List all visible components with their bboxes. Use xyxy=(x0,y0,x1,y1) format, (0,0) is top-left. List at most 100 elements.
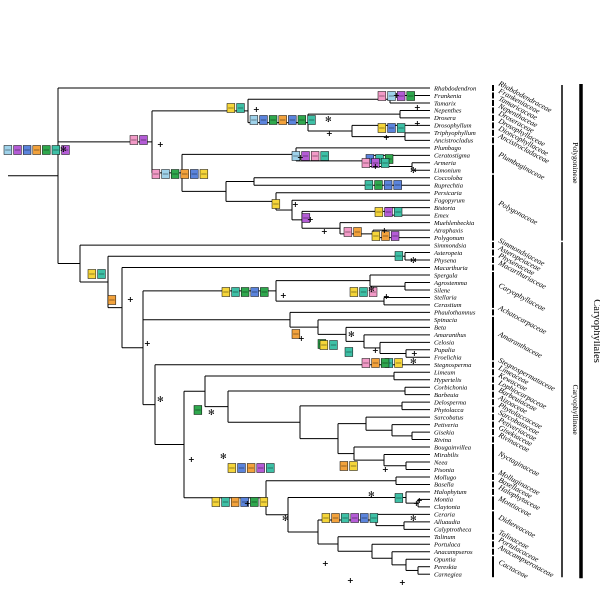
taxon-label: Bougainvillea xyxy=(434,444,472,451)
taxon-label: Gisekia xyxy=(434,429,455,436)
character-marker-group xyxy=(377,91,415,101)
taxon-label: Pereskia xyxy=(433,564,458,571)
taxon-label: Emex xyxy=(433,212,449,219)
character-marker-group xyxy=(361,158,390,168)
support-plus: + xyxy=(382,465,389,474)
character-marker-group xyxy=(319,340,338,350)
support-plus: + xyxy=(144,339,151,348)
support-plus: + xyxy=(157,140,164,149)
character-marker-group xyxy=(364,180,402,190)
support-plus: + xyxy=(411,349,418,358)
taxon-label: Beta xyxy=(434,325,447,332)
taxon-label: Spinacia xyxy=(434,317,458,324)
taxon-label: Drosophyllum xyxy=(433,123,472,130)
taxon-label: Stellaria xyxy=(434,295,457,302)
character-marker-group xyxy=(394,493,404,503)
taxon-label: Amaranthus xyxy=(433,332,467,339)
taxon-label: Hypertelis xyxy=(433,377,462,384)
taxon-label: Anacampseros xyxy=(433,549,473,556)
taxon-label: Barbeuia xyxy=(434,392,459,399)
taxon-label: Coccoloba xyxy=(434,175,463,182)
taxon-label: Polygonum xyxy=(433,235,464,242)
character-marker-group xyxy=(249,115,316,125)
order-label: Caryophyllales xyxy=(591,299,600,363)
taxon-label: Alluaudia xyxy=(433,519,461,526)
taxon-label: Triphyophyllum xyxy=(434,130,476,137)
support-plus: + xyxy=(307,215,314,224)
support-plus: + xyxy=(372,346,379,355)
support-plus: + xyxy=(321,227,328,236)
taxon-label: Tamarix xyxy=(434,100,456,107)
character-marker-group xyxy=(301,213,311,223)
character-marker-group xyxy=(226,103,245,113)
support-plus: + xyxy=(414,103,421,112)
support-plus: + xyxy=(383,133,390,142)
taxon-label: Phaulothamnus xyxy=(433,310,476,317)
taxon-label: Atraphaxis xyxy=(433,227,463,234)
taxon-label: Frankenia xyxy=(433,93,462,100)
support-plus: + xyxy=(297,153,304,162)
support-plus: + xyxy=(393,91,400,100)
support-plus: + xyxy=(347,576,354,585)
support-asterisk: ✻ xyxy=(410,166,417,175)
taxon-label: Mirabilis xyxy=(433,452,459,459)
polygonineae-label: Polygonineae xyxy=(571,142,580,184)
taxon-label: Stegnosperma xyxy=(434,362,472,369)
taxon-label: Ancistrocladus xyxy=(433,138,474,145)
taxon-label: Pupalia xyxy=(433,347,456,354)
taxon-label: Limeum xyxy=(433,370,455,377)
character-marker-group xyxy=(271,199,281,209)
support-plus: + xyxy=(188,455,195,464)
character-marker-group xyxy=(394,251,404,261)
taxon-label: Carnegiea xyxy=(434,572,463,579)
taxon-label: Calyptrotheca xyxy=(434,527,472,534)
support-plus: + xyxy=(253,105,260,114)
character-marker-group xyxy=(151,169,209,179)
support-plus: + xyxy=(383,292,390,301)
taxon-label: Agrostemma xyxy=(433,280,468,287)
taxon-label: Opuntia xyxy=(434,557,456,564)
support-plus: + xyxy=(244,499,251,508)
character-marker-group xyxy=(377,123,406,133)
support-plus: + xyxy=(413,499,420,508)
support-asterisk: ✻ xyxy=(220,452,227,461)
taxon-label: Limonium xyxy=(433,168,461,175)
character-marker-group xyxy=(3,145,70,155)
support-plus: + xyxy=(414,119,421,128)
taxon-label: Corbichonia xyxy=(434,385,468,392)
support-asterisk: ✻ xyxy=(208,408,215,417)
taxon-label: Physena xyxy=(433,257,457,264)
taxon-label: Silene xyxy=(434,287,450,294)
character-marker-group xyxy=(339,461,358,471)
taxon-label: Persicaria xyxy=(433,190,463,197)
support-plus: + xyxy=(372,162,379,171)
support-asterisk: ✻ xyxy=(410,514,417,523)
taxon-label: Claytonia xyxy=(434,504,461,511)
support-plus: + xyxy=(326,129,333,138)
taxon-label: Petiveria xyxy=(433,422,459,429)
character-marker-group xyxy=(371,231,400,241)
character-marker-group xyxy=(361,358,390,368)
character-marker-group xyxy=(227,463,275,473)
taxon-label: Halophytum xyxy=(433,489,467,496)
character-marker-group xyxy=(349,287,378,297)
character-marker-group xyxy=(291,151,329,161)
taxon-label: Cerastium xyxy=(434,302,462,309)
support-asterisk: ✻ xyxy=(410,357,417,366)
support-plus: + xyxy=(298,334,305,343)
support-asterisk: ✻ xyxy=(368,285,375,294)
taxon-label: Delosperma xyxy=(433,399,467,406)
character-marker-group xyxy=(343,227,362,237)
character-marker-group xyxy=(129,135,148,145)
family-label: Amaranthaceae xyxy=(496,329,544,360)
character-marker-group xyxy=(291,329,301,339)
support-plus: + xyxy=(322,559,329,568)
character-marker-group xyxy=(221,287,269,297)
taxon-label: Rivina xyxy=(433,437,452,444)
character-marker-group xyxy=(344,347,354,357)
character-marker-group xyxy=(211,497,269,507)
taxon-label: Talinum xyxy=(434,534,456,541)
support-plus: + xyxy=(399,578,406,587)
